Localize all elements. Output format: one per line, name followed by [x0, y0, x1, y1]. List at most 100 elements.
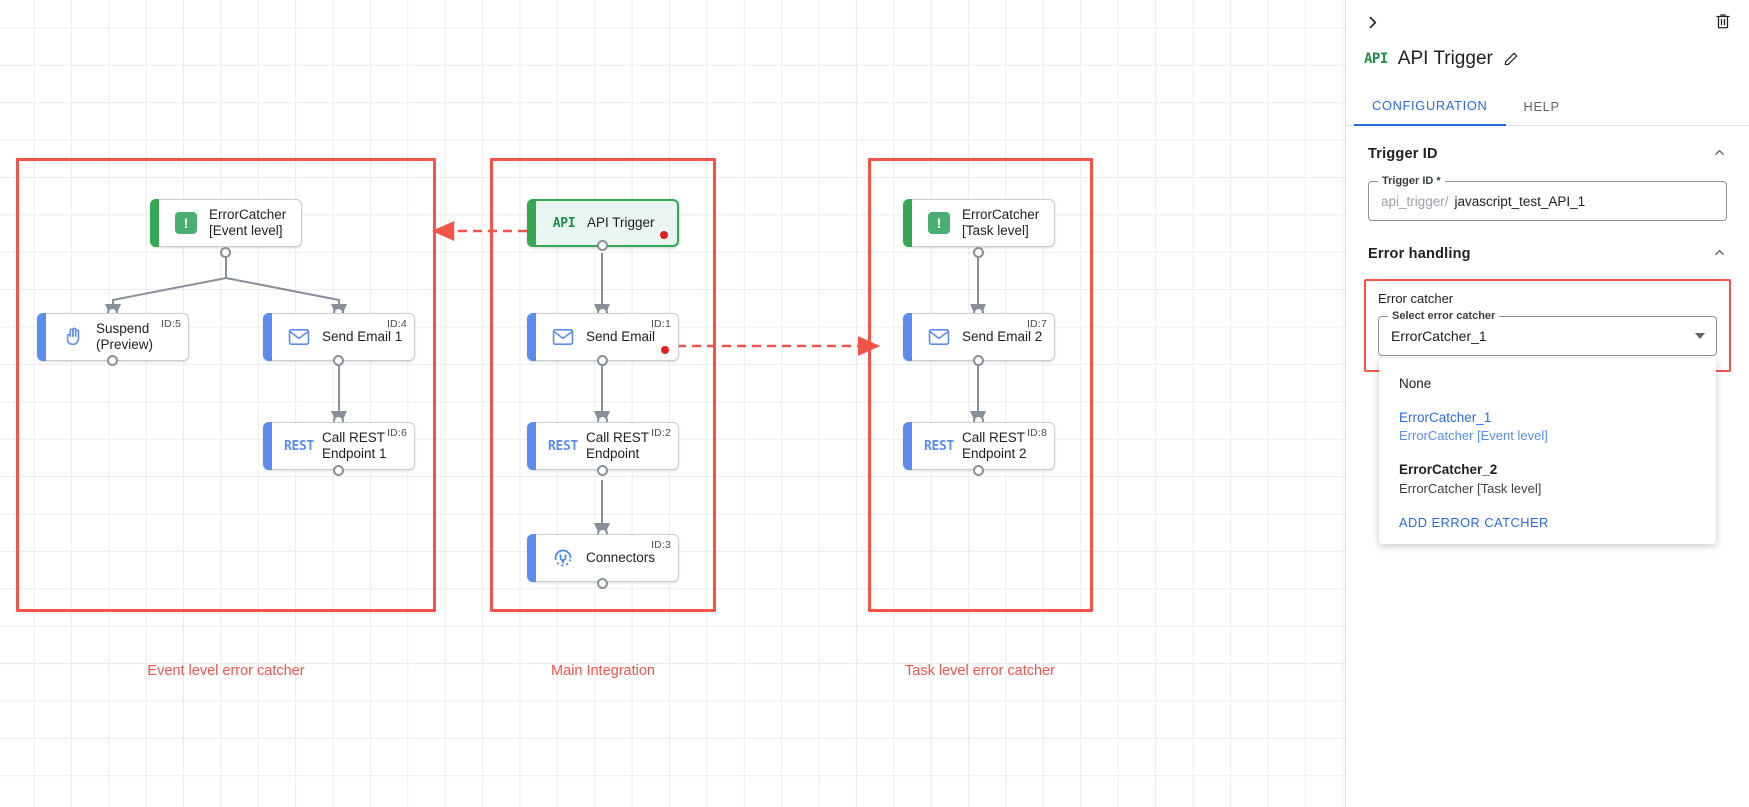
edit-pencil-icon[interactable] [1503, 51, 1519, 67]
node-label: Connectors [586, 550, 656, 566]
node-port-out[interactable] [597, 240, 608, 251]
node-port-out[interactable] [597, 355, 608, 366]
node-id-badge: ID:6 [386, 427, 407, 439]
node-port-out[interactable] [973, 465, 984, 476]
node-accent-stripe [527, 422, 536, 470]
trigger-id-input[interactable]: Trigger ID * api_trigger/ javascript_tes… [1368, 175, 1727, 221]
group-label-main-integration: Main Integration [551, 663, 655, 679]
node-port-out[interactable] [333, 465, 344, 476]
tab-configuration[interactable]: CONFIGURATION [1354, 98, 1506, 126]
error-catcher-dropdown[interactable]: None ErrorCatcher_1 ErrorCatcher [Event … [1379, 359, 1716, 545]
connectors-plug-icon [550, 545, 576, 571]
node-label: ErrorCatcher [Event level] [209, 207, 287, 238]
envelope-icon [286, 324, 312, 350]
node-connectors[interactable]: Connectors ID:3 [527, 534, 679, 582]
group-label-event-level: Event level error catcher [147, 663, 305, 679]
node-accent-stripe [263, 422, 272, 470]
trigger-id-field-wrap: Trigger ID * api_trigger/ javascript_tes… [1346, 163, 1749, 221]
node-label: Send Email 2 [962, 329, 1043, 345]
node-errcatcher-event-level[interactable]: ! ErrorCatcher [Event level] [150, 199, 302, 247]
node-error-indicator [661, 346, 669, 354]
panel-topbar [1346, 0, 1749, 42]
select-error-catcher-value: ErrorCatcher_1 [1391, 328, 1487, 344]
node-accent-stripe [37, 313, 46, 361]
node-accent-stripe [527, 313, 536, 361]
node-errcatcher-task-level[interactable]: ! ErrorCatcher [Task level] [903, 199, 1055, 247]
group-label-task-level: Task level error catcher [905, 663, 1055, 679]
node-port-out[interactable] [333, 355, 344, 366]
add-error-catcher-button[interactable]: ADD ERROR CATCHER [1399, 515, 1549, 531]
dropdown-option-none[interactable]: None [1379, 367, 1716, 401]
node-suspend[interactable]: Suspend (Preview) ID:5 [37, 313, 189, 361]
node-api-trigger[interactable]: API API Trigger [527, 199, 679, 247]
dropdown-option-errorcatcher-1[interactable]: ErrorCatcher_1 ErrorCatcher [Event level… [1379, 401, 1716, 453]
node-label: Call REST Endpoint 2 [962, 430, 1027, 461]
node-label: Call REST Endpoint [586, 430, 650, 461]
node-accent-stripe [263, 313, 272, 361]
node-call-rest-endpoint-2[interactable]: REST Call REST Endpoint 2 ID:8 [903, 422, 1055, 470]
node-port-out[interactable] [597, 465, 608, 476]
api-icon: API [1364, 51, 1388, 67]
group-event-level[interactable] [16, 158, 436, 612]
node-accent-stripe [903, 313, 912, 361]
node-send-email[interactable]: Send Email ID:1 [527, 313, 679, 361]
node-call-rest-endpoint[interactable]: REST Call REST Endpoint ID:2 [527, 422, 679, 470]
node-id-badge: ID:7 [1026, 318, 1047, 330]
chevron-down-icon[interactable] [1695, 333, 1705, 339]
node-accent-stripe [527, 199, 536, 247]
workflow-canvas[interactable]: Event level error catcher Main Integrati… [0, 0, 1345, 807]
node-label: API Trigger [587, 215, 655, 231]
node-send-email-2[interactable]: Send Email 2 ID:7 [903, 313, 1055, 361]
node-port-out[interactable] [973, 247, 984, 258]
select-error-catcher-legend: Select error catcher [1388, 310, 1500, 322]
panel-tabs: CONFIGURATION HELP [1346, 88, 1749, 126]
node-id-badge: ID:4 [386, 318, 407, 330]
node-port-out[interactable] [597, 578, 608, 589]
node-accent-stripe [903, 199, 912, 247]
option-primary: None [1399, 376, 1432, 391]
group-main-integration[interactable] [490, 158, 716, 612]
properties-panel: API API Trigger CONFIGURATION HELP Trigg… [1345, 0, 1749, 807]
error-catcher-label: Error catcher [1378, 291, 1454, 306]
node-label: Suspend (Preview) [96, 321, 154, 352]
chevron-up-icon[interactable] [1712, 145, 1727, 163]
tab-help[interactable]: HELP [1523, 99, 1560, 114]
rest-icon: REST [923, 438, 955, 454]
panel-title-row: API API Trigger [1346, 42, 1749, 76]
section-header-trigger-id[interactable]: Trigger ID [1346, 126, 1749, 163]
error-catcher-block: Error catcher Select error catcher Error… [1364, 279, 1731, 545]
node-accent-stripe [150, 199, 159, 247]
node-id-badge: ID:3 [650, 539, 671, 551]
delete-trash-icon[interactable] [1711, 9, 1735, 33]
node-id-badge: ID:5 [160, 318, 181, 330]
select-error-catcher[interactable]: Select error catcher ErrorCatcher_1 [1378, 310, 1717, 356]
trigger-id-prefix: api_trigger/ [1381, 193, 1449, 209]
node-call-rest-endpoint-1[interactable]: REST Call REST Endpoint 1 ID:6 [263, 422, 415, 470]
exclamation-icon: ! [173, 210, 199, 236]
rest-icon: REST [547, 438, 579, 454]
dropdown-option-errorcatcher-2[interactable]: ErrorCatcher_2 ErrorCatcher [Task level] [1379, 453, 1716, 505]
trigger-id-value: javascript_test_API_1 [1454, 193, 1586, 209]
collapse-panel-icon[interactable] [1358, 8, 1386, 36]
option-secondary: ErrorCatcher [Event level] [1399, 428, 1548, 444]
section-title: Error handling [1368, 246, 1471, 262]
node-send-email-1[interactable]: Send Email 1 ID:4 [263, 313, 415, 361]
node-accent-stripe [903, 422, 912, 470]
node-port-out[interactable] [220, 247, 231, 258]
rest-icon: REST [283, 438, 315, 454]
chevron-up-icon[interactable] [1712, 245, 1727, 263]
api-icon: API [552, 215, 576, 231]
node-port-out[interactable] [973, 355, 984, 366]
section-header-error-handling[interactable]: Error handling [1346, 221, 1749, 263]
option-secondary: ErrorCatcher [Task level] [1399, 480, 1542, 496]
node-id-badge: ID:8 [1026, 427, 1047, 439]
envelope-icon [926, 324, 952, 350]
option-primary: ErrorCatcher_1 [1399, 409, 1492, 425]
group-task-level[interactable] [868, 158, 1093, 612]
node-accent-stripe [527, 534, 536, 582]
node-label: Send Email 1 [322, 329, 403, 345]
node-port-out[interactable] [107, 355, 118, 366]
section-title: Trigger ID [1368, 146, 1438, 162]
node-id-badge: ID:2 [650, 427, 671, 439]
